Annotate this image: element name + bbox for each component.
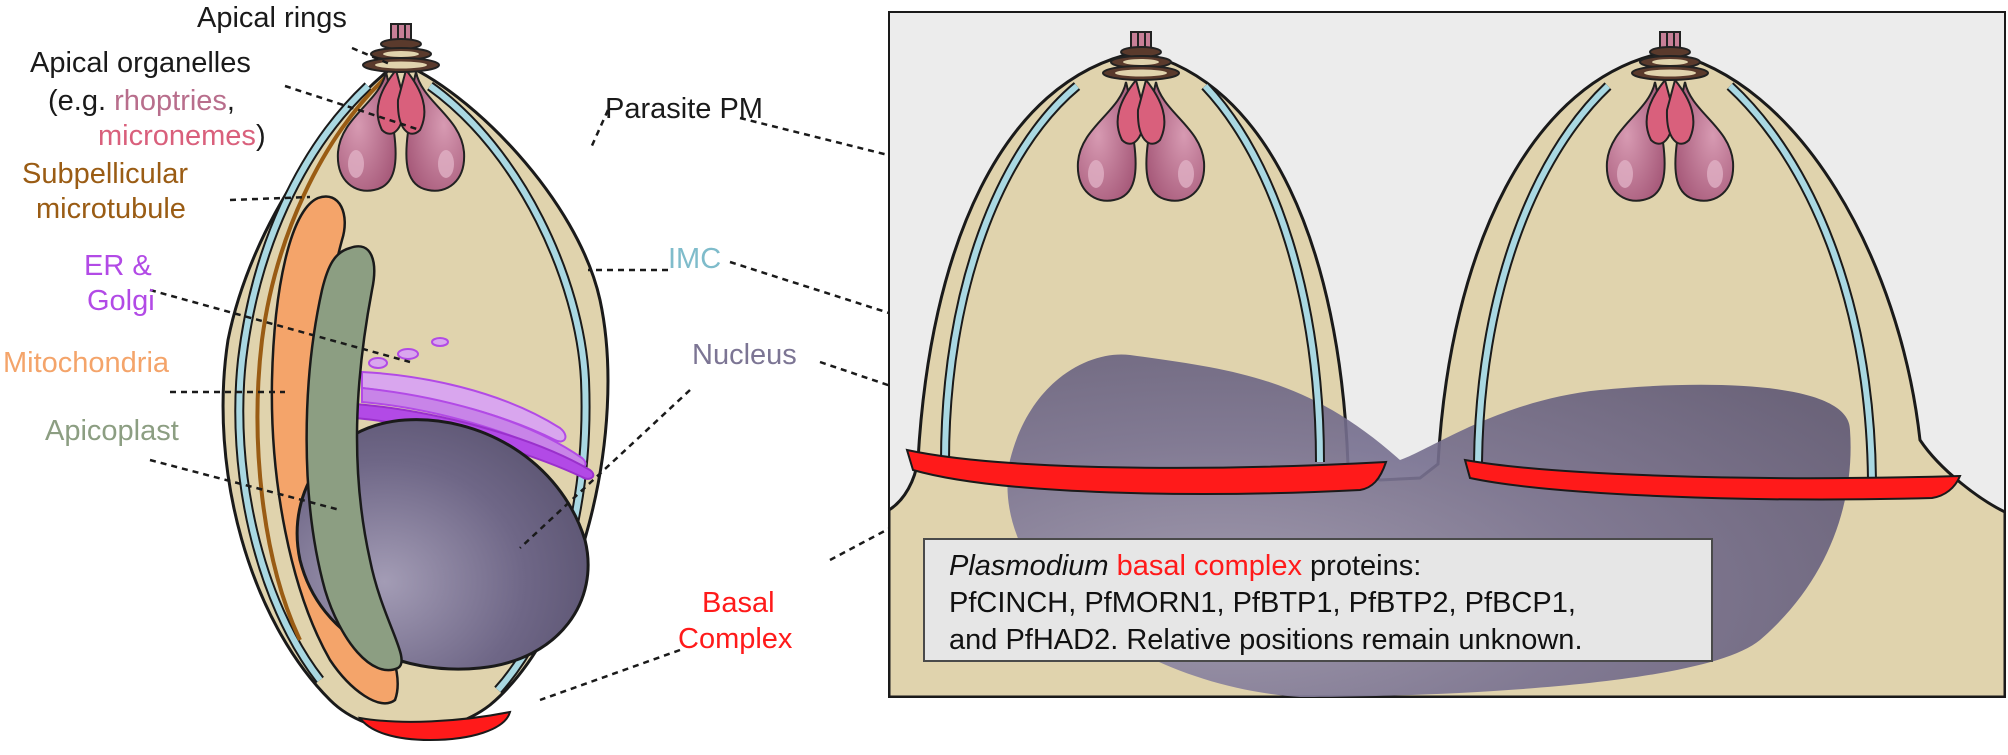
label-basal-2: Complex: [678, 623, 793, 655]
label-subpellicular-1: Subpellicular: [22, 158, 188, 190]
label-rhoptries: rhoptries: [114, 85, 227, 117]
info-line-3: and PfHAD2. Relative positions remain un…: [949, 624, 1583, 656]
label-er-1: ER &: [84, 250, 152, 282]
label-parasite-pm: Parasite PM: [605, 93, 763, 125]
label-subpellicular-2: microtubule: [36, 193, 186, 225]
info-line-1: Plasmodium basal complex proteins:: [949, 548, 1699, 585]
info-box: Plasmodium basal complex proteins: PfCIN…: [923, 538, 1713, 662]
label-apicoplast: Apicoplast: [45, 415, 179, 447]
label-apical-organelles: Apical organelles: [30, 47, 251, 79]
info-species: Plasmodium: [949, 550, 1109, 582]
label-comma: ,: [227, 85, 235, 117]
info-text1: proteins:: [1302, 550, 1422, 582]
info-line-2: PfCINCH, PfMORN1, PfBTP1, PfBTP2, PfBCP1…: [949, 587, 1576, 619]
label-eg-open: (e.g.: [48, 85, 106, 117]
label-mitochondria: Mitochondria: [3, 347, 170, 379]
label-micronemes: micronemes: [98, 120, 256, 152]
apicoplast-shape: [305, 245, 403, 672]
subpellicular-microtubule: [255, 76, 387, 641]
label-er-2: Golgi: [87, 285, 155, 317]
label-imc: IMC: [668, 243, 721, 275]
labels: Apical rings Apical organelles (e.g. rho…: [3, 2, 797, 655]
left-parasite-cell: [221, 23, 610, 742]
basal-complex-right-2: [1463, 458, 1962, 501]
label-close-paren: ): [256, 120, 266, 152]
svg-text:micronemes): micronemes): [98, 120, 266, 152]
svg-text:(e.g. rhoptries,: (e.g. rhoptries,: [48, 85, 235, 117]
label-basal-1: Basal: [702, 587, 775, 619]
basal-complex-right-1: [905, 448, 1388, 495]
basal-complex-left: [357, 710, 512, 742]
apical-rings-shape: [362, 23, 440, 73]
label-apical-rings: Apical rings: [197, 2, 347, 34]
info-highlight: basal complex: [1116, 550, 1302, 582]
label-nucleus: Nucleus: [692, 339, 797, 371]
